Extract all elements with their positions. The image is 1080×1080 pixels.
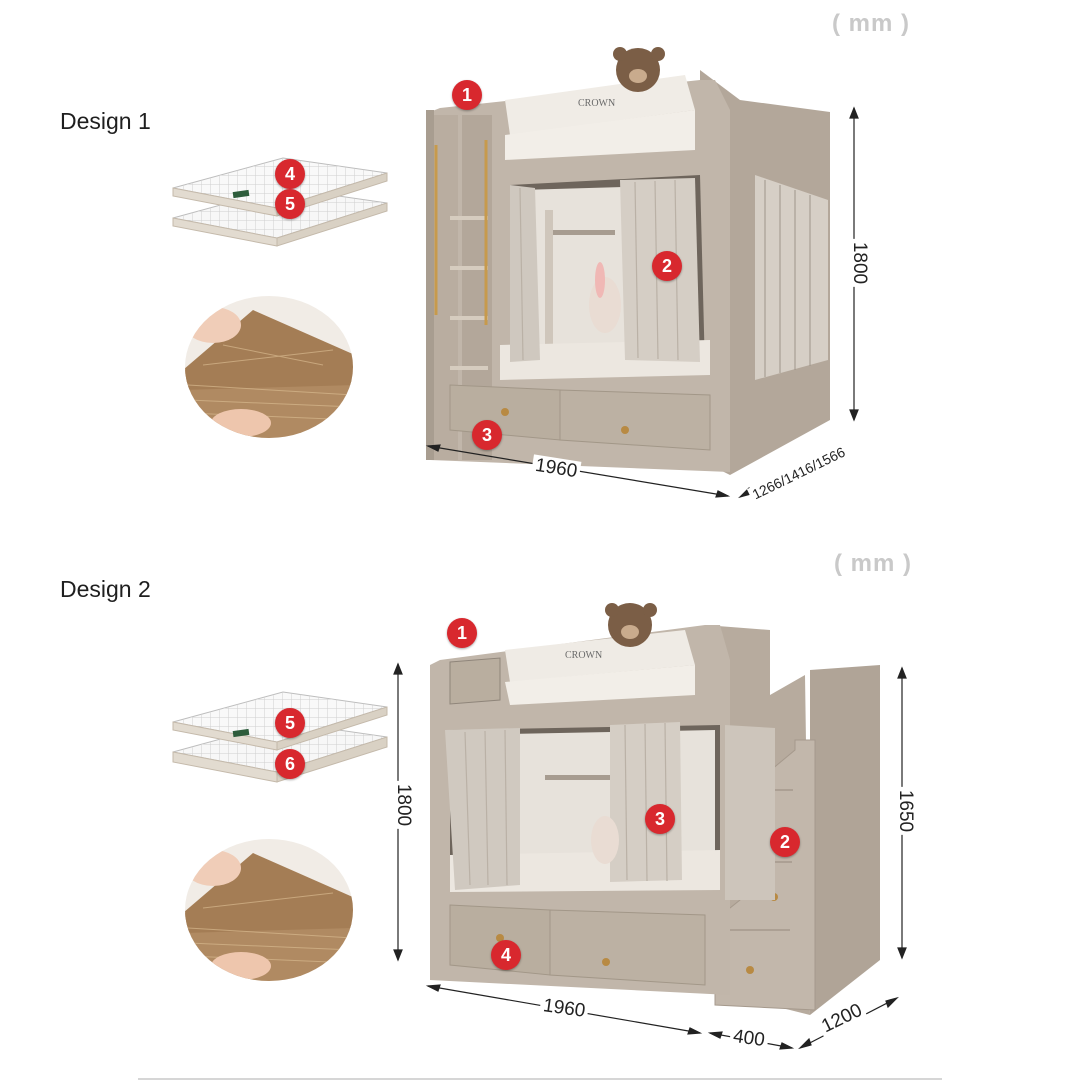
badge-5: 5 — [275, 189, 305, 219]
design-2-title: Design 2 — [60, 576, 151, 602]
badge-4: 4 — [275, 159, 305, 189]
badge-5: 5 — [275, 708, 305, 738]
badge-1: 1 — [447, 618, 477, 648]
badge-6: 6 — [275, 749, 305, 779]
unit-label-design-2: ( mm ) — [834, 550, 912, 577]
design-1-title: Design 1 — [60, 108, 151, 134]
badge-3: 3 — [645, 804, 675, 834]
brand-label: CROWN — [565, 650, 602, 661]
badge-2: 2 — [770, 827, 800, 857]
dimension-height-left-design-2: 1800 — [392, 780, 415, 830]
badge-1: 1 — [452, 80, 482, 110]
dimension-height-right-design-2: 1650 — [894, 786, 917, 836]
bunk-bed-design-2-image: CROWN — [430, 603, 880, 1015]
dimension-lines-design-2 — [138, 662, 942, 1080]
coir-material-closeup — [185, 839, 353, 981]
unit-label-design-1: ( mm ) — [832, 10, 910, 37]
badge-3: 3 — [472, 420, 502, 450]
badge-4: 4 — [491, 940, 521, 970]
brand-label: CROWN — [578, 98, 615, 109]
dimension-height-design-1: 1800 — [848, 238, 871, 288]
coir-material-closeup — [185, 296, 353, 438]
badge-2: 2 — [652, 251, 682, 281]
